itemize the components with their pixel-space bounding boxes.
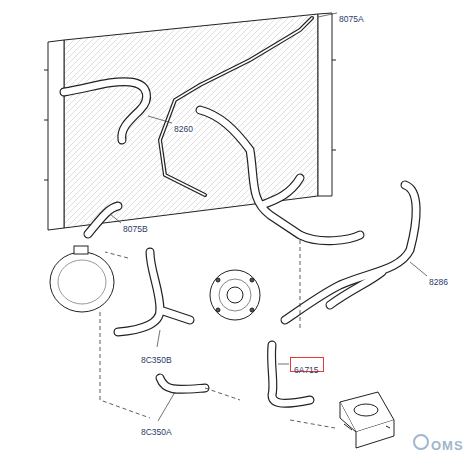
hose-core bbox=[64, 82, 147, 140]
part-number: 6A715 bbox=[294, 365, 319, 375]
part-number: 8260 bbox=[173, 124, 194, 134]
hose-core bbox=[160, 310, 190, 320]
water-pump bbox=[210, 270, 260, 320]
oil-cooler bbox=[340, 392, 394, 448]
logo-mark bbox=[414, 435, 428, 449]
part-number: 8C350B bbox=[140, 355, 173, 365]
part-number: 8C350A bbox=[140, 427, 173, 437]
hose-core bbox=[285, 185, 416, 320]
hose-core bbox=[88, 206, 118, 234]
part-number: 8075B bbox=[122, 224, 149, 234]
radiator bbox=[44, 13, 336, 230]
hose-core bbox=[118, 252, 160, 332]
part-number: 8075A bbox=[338, 14, 365, 24]
leader-lines bbox=[110, 13, 427, 421]
watermark: OMS bbox=[431, 438, 464, 453]
hose-core bbox=[200, 110, 360, 241]
hose-core bbox=[330, 272, 382, 305]
dashed-guides bbox=[100, 240, 335, 428]
hose-core bbox=[160, 18, 312, 195]
part-number: 8286 bbox=[428, 277, 449, 287]
hose-core bbox=[160, 378, 205, 389]
pipe bbox=[160, 18, 312, 195]
hose-core bbox=[262, 178, 300, 205]
expansion-tank bbox=[50, 246, 114, 312]
callout-box: 6A715 bbox=[290, 357, 324, 372]
hoses bbox=[64, 82, 416, 404]
